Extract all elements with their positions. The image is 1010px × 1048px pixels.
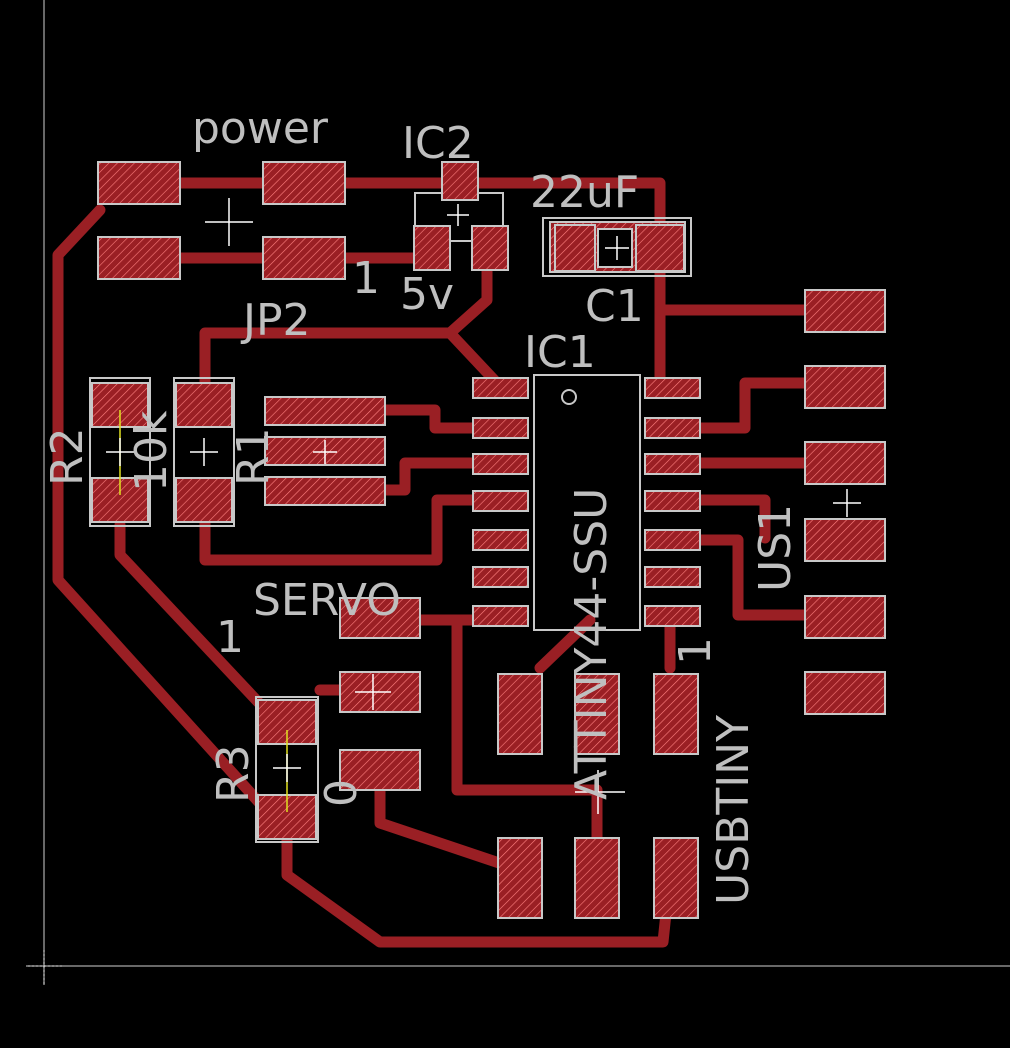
us1-pad-6[interactable] (804, 671, 886, 715)
us1-pad-1[interactable] (804, 289, 886, 333)
label-pin1-regulator: 1 (352, 253, 380, 304)
power-pad-3[interactable] (97, 236, 181, 280)
label-r1: R1 (228, 427, 279, 486)
ic1-pin1-dot (561, 389, 577, 405)
c1-pad-right[interactable] (635, 224, 685, 272)
ic1-pin-12[interactable] (644, 453, 701, 475)
ic1-pin-3[interactable] (472, 453, 529, 475)
trace-usb-d4 (694, 534, 851, 621)
crosshair-icon (28, 950, 62, 984)
label-r2-value: 10k (126, 410, 177, 492)
c1-pad-left[interactable] (554, 224, 596, 272)
label-usbtiny: USBTINY (708, 715, 759, 905)
label-jp2: JP2 (240, 295, 311, 346)
ic1-pin-10[interactable] (644, 529, 701, 551)
us1-pad-4[interactable] (804, 518, 886, 562)
label-cap-value: 22uF (530, 167, 639, 218)
usbtiny-pad-2[interactable] (574, 673, 620, 755)
us1-pad-5[interactable] (804, 595, 886, 639)
r1-pad-bottom[interactable] (175, 477, 233, 523)
power-pad-1[interactable] (97, 161, 181, 205)
power-pad-2[interactable] (262, 161, 346, 205)
power-pad-4[interactable] (262, 236, 346, 280)
us1-pad-2[interactable] (804, 365, 886, 409)
pads (91, 161, 886, 919)
ic1-pin-11[interactable] (644, 490, 701, 512)
ic1-pin-7[interactable] (472, 605, 529, 627)
trace-bottom (281, 819, 676, 948)
servo-pad-1[interactable] (339, 597, 421, 639)
ic1-pin-2[interactable] (472, 417, 529, 439)
ic1-pin-5[interactable] (472, 529, 529, 551)
ic1-pin-13[interactable] (644, 417, 701, 439)
jp2-pad-3[interactable] (264, 476, 386, 506)
ic1-pin-4[interactable] (472, 490, 529, 512)
ic1-pin-9[interactable] (644, 566, 701, 588)
label-power: power (192, 103, 329, 154)
resistor-outlines (89, 377, 319, 843)
label-pin1-usbtiny: 1 (670, 637, 721, 665)
label-us1: US1 (750, 504, 801, 592)
silkscreen-labels: power IC2 22uF 1 5v C1 JP2 IC1 R2 10k R1… (42, 103, 801, 905)
label-pin1-servo: 1 (216, 612, 244, 663)
ic1-pin-14[interactable] (644, 377, 701, 399)
trace-jp2-pin1 (379, 404, 496, 434)
ic2-pad-right[interactable] (471, 225, 509, 271)
ic1-pin-1[interactable] (472, 377, 529, 399)
trace-ic-reset (654, 614, 676, 674)
usbtiny-pad-4[interactable] (497, 837, 543, 919)
usbtiny-pad-6[interactable] (653, 837, 699, 919)
us1-pad-3[interactable] (804, 441, 886, 485)
label-ic1-value: ATTINY44-SSU (566, 488, 617, 800)
board-outline (26, 0, 1010, 985)
jp2-pad-1[interactable] (264, 396, 386, 426)
plus-icon (106, 198, 861, 814)
usbtiny-pad-3[interactable] (653, 673, 699, 755)
label-servo: SERVO (253, 575, 401, 626)
label-r3: R3 (208, 744, 259, 803)
label-regulator-value: 5v (400, 269, 454, 320)
trace-jp2-pin2 (379, 457, 496, 496)
usbtiny-pad-5[interactable] (574, 837, 620, 919)
label-r3-value: 0 (316, 779, 367, 807)
trace-vcc-ic (444, 327, 503, 389)
trace-usb-d1 (694, 377, 851, 434)
ic2-pad-top[interactable] (441, 161, 479, 201)
trace-power-left (52, 204, 281, 826)
ic1-pin-6[interactable] (472, 566, 529, 588)
c1-outline (542, 217, 692, 277)
trace-usb-d3 (694, 494, 771, 544)
trace-ic-miso (534, 614, 596, 674)
ic1-outline (533, 374, 641, 631)
label-ic1: IC1 (524, 327, 596, 378)
label-ic2: IC2 (402, 118, 474, 169)
label-c1: C1 (585, 281, 644, 332)
trace-ic-mosi (439, 614, 603, 866)
r1-pad-top[interactable] (175, 382, 233, 428)
trace-jp2-pin3 (199, 494, 496, 566)
label-r2: R2 (42, 427, 93, 486)
ic1-pin-8[interactable] (644, 605, 701, 627)
servo-pad-3[interactable] (339, 749, 421, 791)
usbtiny-pad-1[interactable] (497, 673, 543, 755)
ic2-pad-left[interactable] (413, 225, 451, 271)
trace-r2-r3 (114, 519, 281, 726)
